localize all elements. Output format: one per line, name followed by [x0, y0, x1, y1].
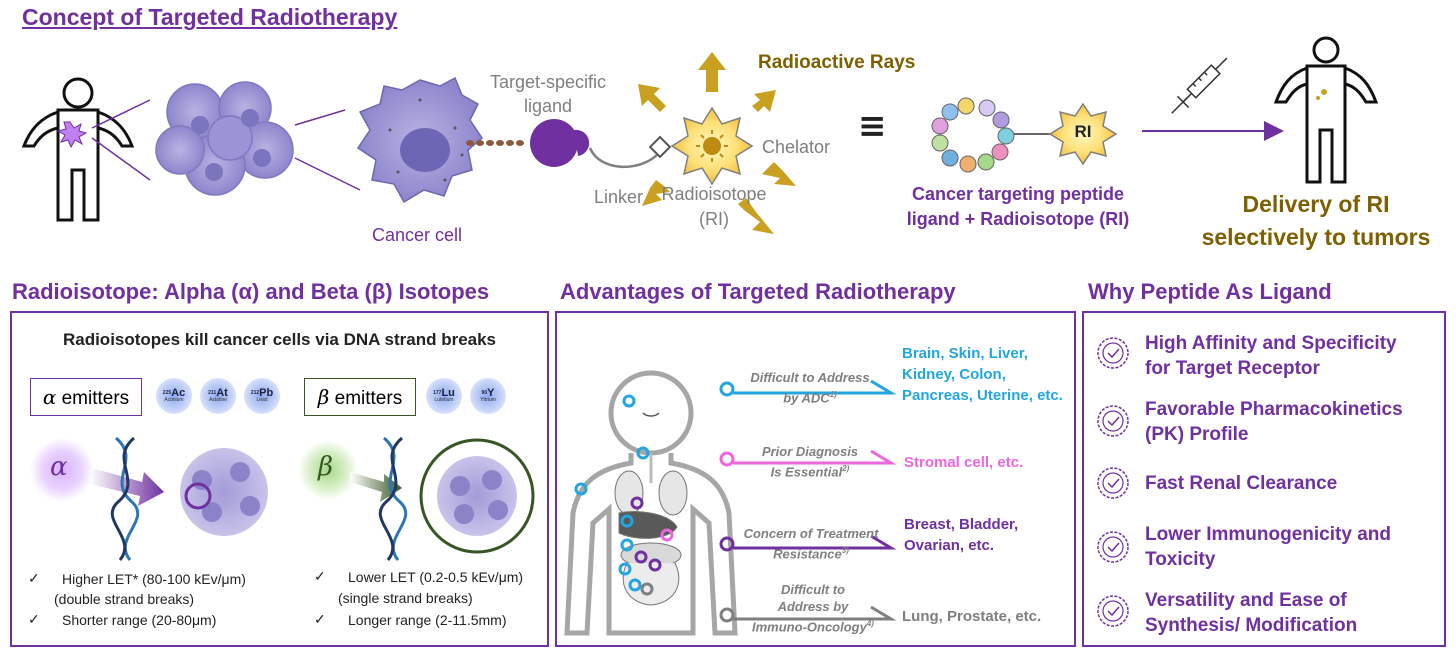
alpha-symbol: α — [42, 385, 57, 409]
why-item-pk: Favorable Pharmacokinetics (PK) Profile — [1145, 399, 1403, 445]
isotopes-title: Radioisotope: Alpha (α) and Beta (β) Iso… — [12, 279, 490, 304]
advantage-question-resistance: Concern of Treatment Resistance3) — [743, 526, 879, 562]
isotope-y: 90Y Yttrium — [470, 378, 506, 414]
linker-label: Linker — [594, 187, 644, 207]
advantages-title: Advantages of Targeted Radiotherapy — [560, 279, 956, 304]
tumor-dot-icon — [1321, 89, 1327, 95]
dna-helix-icon — [110, 436, 140, 561]
isotope-pb: 212Pb Lead — [244, 378, 280, 414]
radioisotope-star-icon — [670, 106, 754, 186]
check-badge-icon — [1097, 531, 1129, 563]
isotope-ac: 225Ac Actinium — [156, 378, 192, 414]
alpha-glyph: α — [50, 452, 68, 482]
beta-emitters-text: emitters — [334, 388, 403, 409]
check-badge-icon — [1097, 595, 1129, 627]
why-item-renal: Fast Renal Clearance — [1145, 473, 1338, 494]
why-peptide-title: Why Peptide As Ligand — [1088, 279, 1332, 304]
organs-icon — [614, 453, 688, 606]
alpha-tumor-cluster-icon — [180, 448, 268, 536]
advantage-question-adc: Difficult to Address by ADC1) — [750, 370, 870, 406]
advantages-illustration — [564, 370, 897, 636]
advantage-question-diagnosis: Prior Diagnosis Is Essential2) — [761, 444, 859, 480]
why-peptide-panel — [1082, 311, 1446, 647]
alpha-point-2: (double strand breaks) — [54, 591, 195, 607]
concept-illustration — [21, 36, 1379, 234]
callout-lines — [719, 379, 897, 623]
radioactive-rays-label: Radioactive Rays — [758, 52, 916, 73]
alpha-check-2: ✓ — [28, 611, 40, 627]
beta-point-1: Lower LET (0.2-0.5 kEv/μm) — [348, 569, 524, 585]
syringe-icon — [1171, 57, 1228, 114]
cancer-cell-icon — [356, 76, 483, 204]
patient-figure-icon — [21, 77, 135, 222]
peptide-ring-icon — [931, 97, 1015, 173]
beta-point-3: Longer range (2-11.5mm) — [348, 612, 507, 628]
receptor-icon — [466, 140, 524, 146]
advantage-answer-adc: Brain, Skin, Liver, Kidney, Colon, Pancr… — [902, 345, 1063, 404]
beta-particle-icon — [298, 440, 358, 500]
tumor-tissue-icon — [155, 81, 294, 196]
beta-symbol: β — [317, 385, 330, 409]
delivery-label: Delivery of RI selectively to tumors — [1201, 191, 1431, 250]
beta-tumor-cluster-icon — [419, 438, 535, 554]
isotope-illustration — [30, 436, 535, 561]
treated-patient-figure-icon — [1273, 36, 1379, 184]
alpha-point-1: Higher LET* (80-100 kEv/μm) — [62, 571, 246, 587]
beta-emitters-label: β emitters — [304, 378, 416, 416]
beta-check-1: ✓ — [314, 568, 326, 584]
why-item-versatility: Versatility and Ease of Synthesis/ Modif… — [1145, 590, 1358, 636]
ri-badge-label: RI — [1074, 122, 1092, 141]
dna-helix-icon — [378, 436, 408, 561]
advantage-question-immuno: Difficult to Address by Immuno-Oncology4… — [752, 582, 874, 635]
beta-glyph: β — [318, 452, 334, 482]
peptide-ligand-label: Cancer targeting peptide ligand + Radioi… — [906, 184, 1130, 229]
beta-check-2: ✓ — [314, 611, 326, 627]
advantage-answer-breast: Breast, Bladder, Ovarian, etc. — [904, 516, 1019, 554]
chelator-label: Chelator — [762, 137, 831, 157]
isotope-at: 211At Astatine — [200, 378, 236, 414]
tumor-burst-icon — [56, 121, 88, 149]
advantage-answer-stromal: Stromal cell, etc. — [904, 454, 1024, 471]
alpha-point-3: Shorter range (20-80μm) — [62, 612, 217, 628]
target-ligand-label: Target-specific ligand — [489, 72, 607, 116]
concept-title: Concept of Targeted Radiotherapy — [22, 4, 398, 30]
alpha-particle-icon — [30, 438, 94, 502]
why-item-affinity: High Affinity and Specificity for Target… — [1145, 333, 1397, 379]
radiation-arrows-icon — [638, 52, 796, 234]
beta-point-2: (single strand breaks) — [338, 590, 473, 606]
why-item-immunogenicity: Lower Immunogenicity and Toxicity — [1145, 524, 1391, 570]
ligand-icon — [530, 119, 672, 168]
isotope-lu: 177Lu Lutetium — [426, 378, 462, 414]
radioisotope-label: Radioisotope (RI) — [661, 184, 767, 229]
advantage-answer-lung: Lung, Prostate, etc. — [902, 608, 1042, 625]
alpha-emitters-text: emitters — [61, 388, 130, 409]
check-badge-icon — [1097, 337, 1129, 369]
check-badge-icon — [1097, 405, 1129, 437]
alpha-emitters-label: α emitters — [30, 378, 142, 416]
check-badge-icon — [1097, 467, 1129, 499]
cancer-cell-label: Cancer cell — [372, 225, 463, 245]
equivalence-symbol: ≡ — [858, 106, 887, 146]
alpha-check-1: ✓ — [28, 570, 40, 586]
isotopes-subtitle: Radioisotopes kill cancer cells via DNA … — [62, 330, 497, 349]
ri-star-icon — [1048, 102, 1118, 166]
